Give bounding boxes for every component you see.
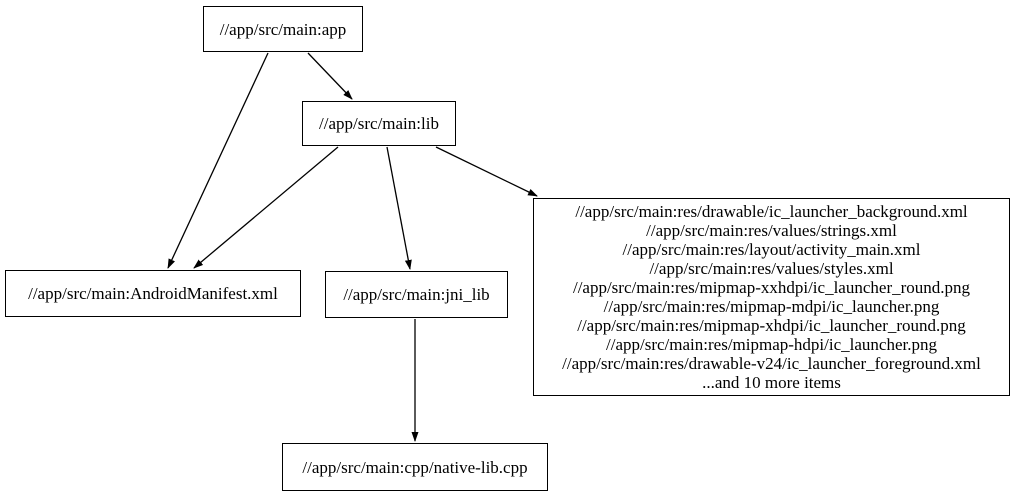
node-jni-lib: //app/src/main:jni_lib: [325, 271, 508, 318]
node-native-cpp: //app/src/main:cpp/native-lib.cpp: [282, 443, 548, 491]
res-group-line: //app/src/main:res/mipmap-xxhdpi/ic_laun…: [572, 278, 971, 297]
node-app-label: //app/src/main:app: [219, 19, 347, 39]
node-jni-lib-label: //app/src/main:jni_lib: [343, 285, 490, 304]
node-native-cpp-label: //app/src/main:cpp/native-lib.cpp: [302, 457, 528, 477]
res-group-line: //app/src/main:res/values/strings.xml: [646, 221, 897, 240]
node-lib-label: //app/src/main:lib: [319, 114, 439, 133]
node-lib: //app/src/main:lib: [302, 101, 456, 146]
res-group-line: //app/src/main:res/mipmap-hdpi/ic_launch…: [606, 335, 937, 354]
node-android-manifest: //app/src/main:AndroidManifest.xml: [5, 270, 301, 317]
edge-lib-to-jni-lib: [386, 146, 412, 270]
edge-lib-to-res-group: [435, 146, 538, 197]
res-group-line: //app/src/main:res/mipmap-mdpi/ic_launch…: [603, 297, 940, 316]
res-group-line: //app/src/main:res/drawable/ic_launcher_…: [575, 202, 968, 221]
node-res-group: //app/src/main:res/drawable/ic_launcher_…: [533, 198, 1010, 396]
edge-app-to-manifest: [167, 52, 269, 269]
node-android-manifest-label: //app/src/main:AndroidManifest.xml: [28, 284, 278, 303]
res-group-more-items: ...and 10 more items: [702, 373, 841, 392]
edge-app-to-lib: [307, 52, 353, 100]
edge-lib-to-manifest: [193, 146, 339, 269]
res-group-line: //app/src/main:res/drawable-v24/ic_launc…: [562, 354, 981, 373]
res-group-line: //app/src/main:res/layout/activity_main.…: [622, 240, 921, 259]
node-app: //app/src/main:app: [203, 6, 363, 52]
res-group-line: //app/src/main:res/values/styles.xml: [649, 259, 894, 278]
res-group-line: //app/src/main:res/mipmap-xhdpi/ic_launc…: [577, 316, 966, 335]
